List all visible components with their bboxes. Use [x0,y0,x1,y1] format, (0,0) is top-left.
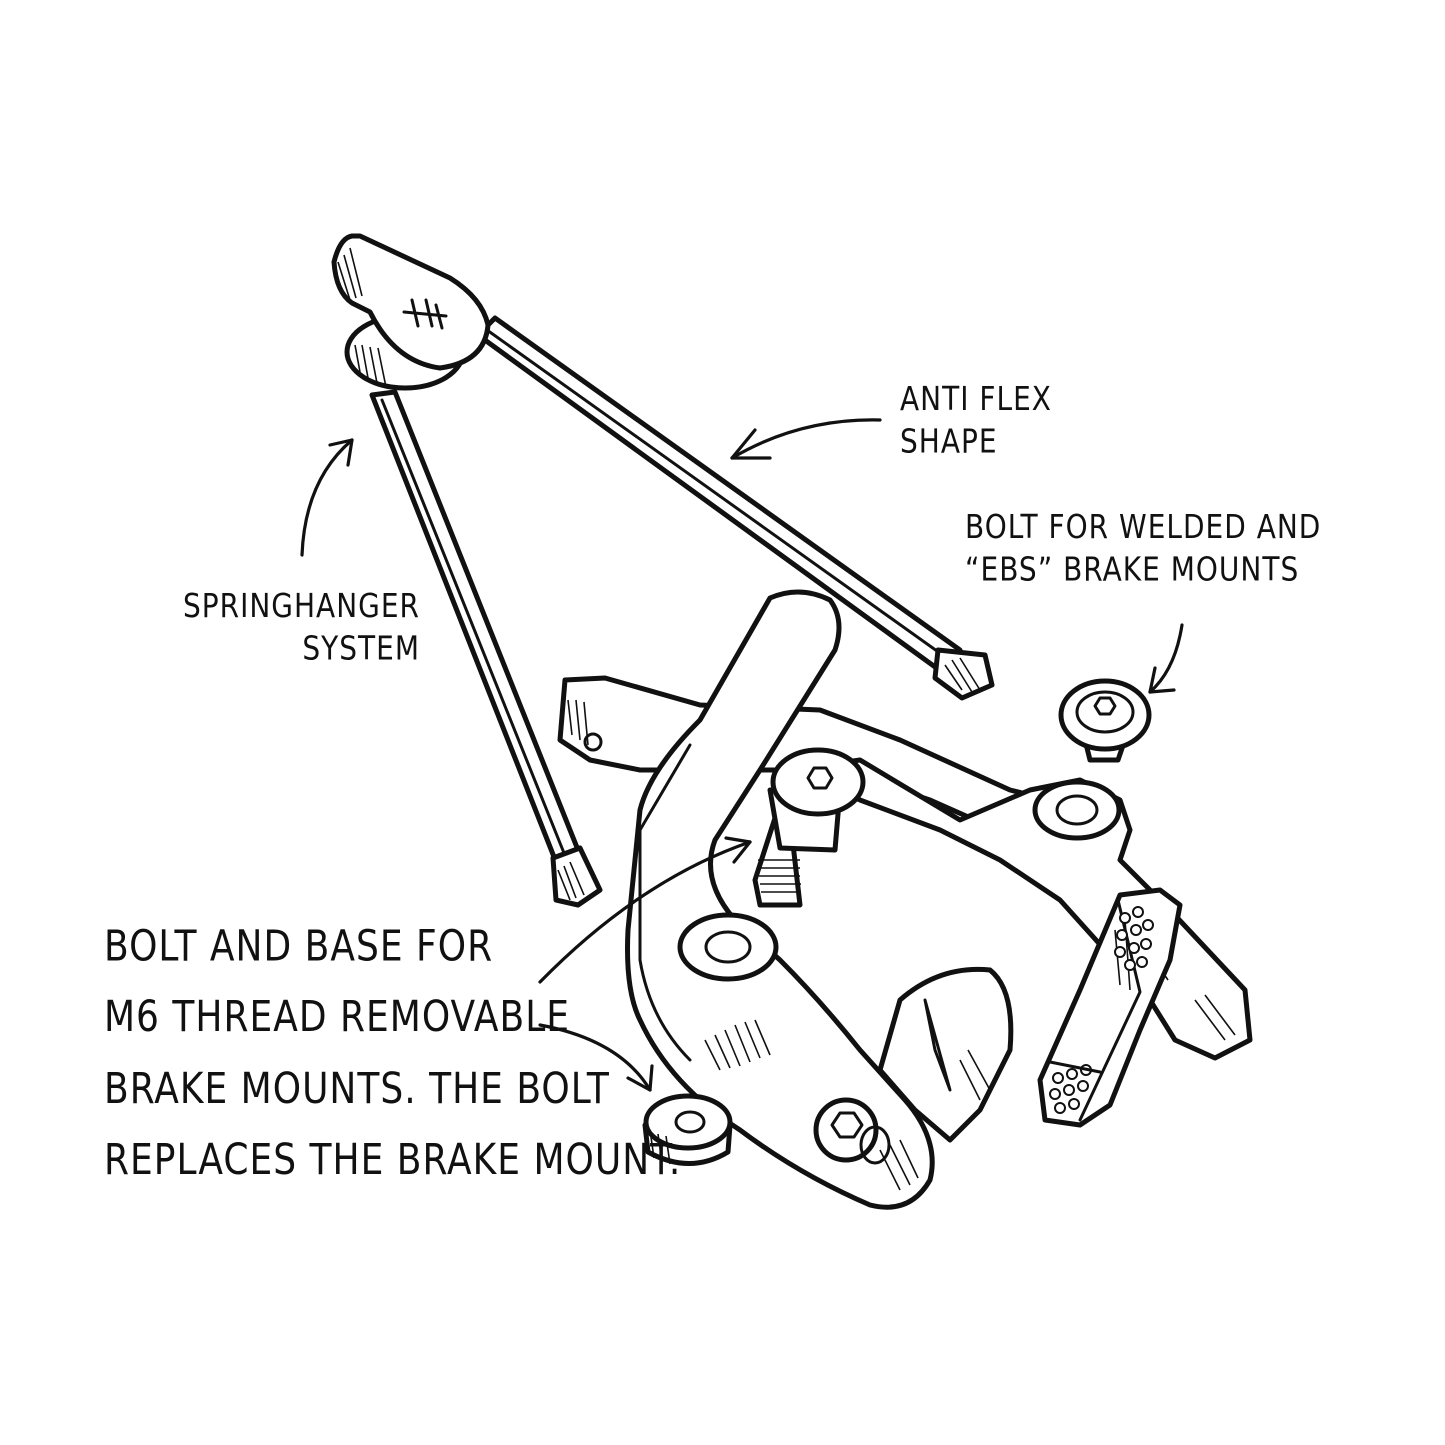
label-springhanger-line1: SPRINGHANGER [182,586,420,626]
base-washer [642,1093,733,1166]
pad-dots-upper [1114,906,1154,971]
callout-arrows [300,418,1184,1092]
welded-mount-bolt [1058,678,1152,763]
label-bolt-base: BOLT AND BASE FOR M6 THREAD REMOVABLE BR… [104,912,681,1197]
arrow-anti-flex [730,418,882,460]
arrow-bolt-base-upper [538,840,752,984]
hex-socket-icon [830,1111,864,1139]
arrow-bolt-welded [1148,623,1184,694]
label-bolt-base-line1: BOLT AND BASE FOR [104,922,494,971]
removable-bolt [752,747,866,908]
brake-body [557,589,1253,1210]
label-bolt-base-line2: M6 THREAD REMOVABLE [104,993,570,1043]
label-springhanger-line2: SYSTEM [302,629,420,669]
label-bolt-base-line4: REPLACES THE BRAKE MOUNT. [104,1136,682,1186]
label-bolt-welded: BOLT FOR WELDED AND “EBS” BRAKE MOUNTS [965,506,1321,592]
label-springhanger: SPRINGHANGER SYSTEM [180,585,420,671]
arrow-bolt-base-lower [538,1023,652,1092]
springhanger-assembly [331,233,995,908]
label-anti-flex: ANTI FLEX SHAPE [900,378,1052,464]
label-anti-flex-line1: ANTI FLEX [900,379,1052,419]
label-bolt-welded-line2: “EBS” BRAKE MOUNTS [965,550,1300,590]
springhanger-logo-icon [402,298,448,330]
label-anti-flex-line2: SHAPE [900,422,998,462]
arrow-springhanger [300,438,354,557]
label-bolt-base-line3: BRAKE MOUNTS. THE BOLT [104,1065,610,1114]
label-bolt-welded-line1: BOLT FOR WELDED AND [965,507,1322,547]
